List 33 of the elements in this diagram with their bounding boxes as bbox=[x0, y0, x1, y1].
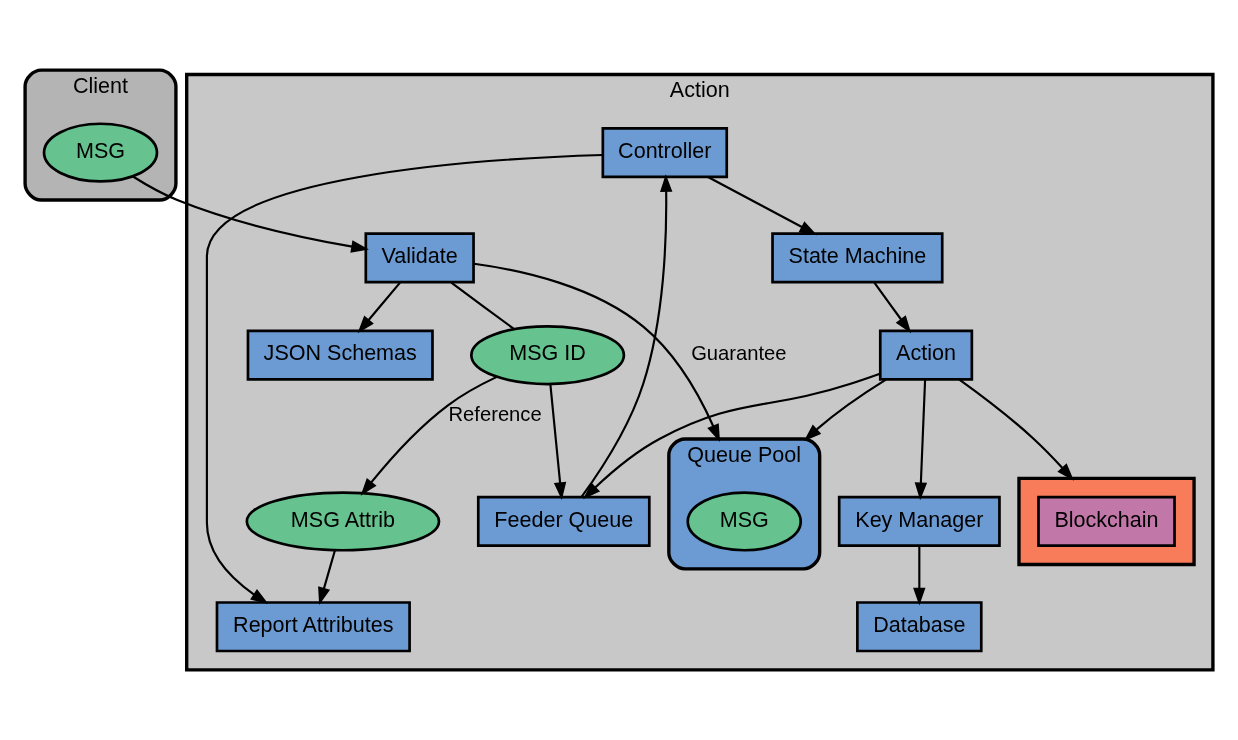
arrow bbox=[707, 176, 818, 236]
arrow bbox=[318, 549, 336, 606]
node-box: Action bbox=[878, 329, 974, 381]
arrow bbox=[913, 546, 926, 606]
node-ellipse: MSG ID bbox=[470, 325, 626, 386]
arrow bbox=[205, 153, 603, 605]
arrow bbox=[583, 372, 881, 500]
node-box: State Machine bbox=[771, 232, 944, 284]
arrow bbox=[132, 175, 369, 253]
node-box: Controller bbox=[601, 127, 729, 179]
arrow bbox=[473, 262, 721, 442]
node-box: Key Manager bbox=[837, 495, 1001, 547]
cluster bbox=[1017, 476, 1196, 567]
node-box: Report Attributes bbox=[215, 601, 411, 653]
arrow bbox=[873, 282, 912, 334]
arrow bbox=[580, 174, 673, 498]
node-ellipse: MSG bbox=[42, 122, 159, 183]
node-box: JSON Schemas bbox=[246, 329, 434, 381]
connector bbox=[450, 281, 516, 331]
arrow bbox=[803, 378, 887, 442]
arrow bbox=[357, 281, 401, 334]
edge-label: Guarantee bbox=[691, 341, 787, 364]
node-ellipse: MSG Attrib bbox=[245, 491, 441, 552]
node-box: Database bbox=[856, 601, 983, 653]
edge-label: Reference bbox=[448, 403, 542, 426]
node-ellipse: MSG bbox=[686, 491, 803, 552]
arrow bbox=[958, 378, 1074, 481]
node-box: Feeder Queue bbox=[476, 495, 651, 547]
node-box: Blockchain bbox=[1037, 495, 1176, 547]
node-box: Validate bbox=[364, 232, 475, 284]
arrow bbox=[914, 379, 928, 501]
arrow bbox=[549, 383, 567, 501]
arrow bbox=[360, 375, 498, 496]
